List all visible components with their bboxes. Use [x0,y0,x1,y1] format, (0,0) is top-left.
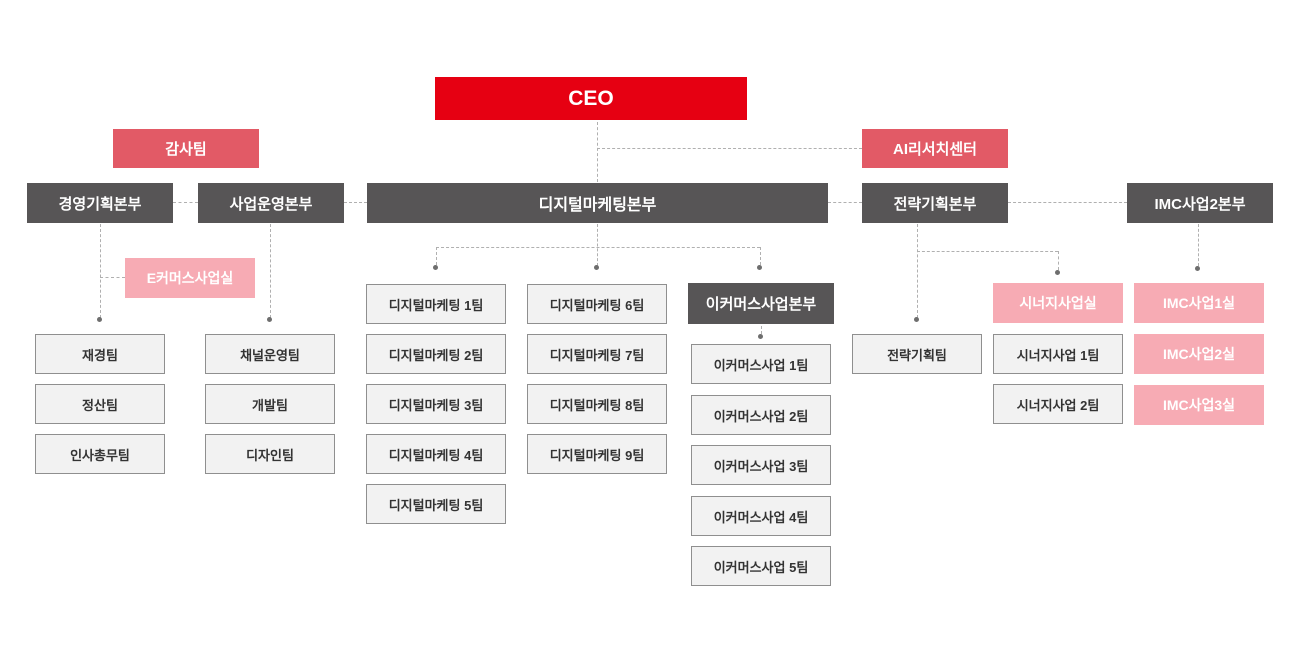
node-team-hr-general-affairs: 인사총무팀 [35,434,165,474]
connector-business-operations-drop [270,224,271,318]
connector-dot [433,265,438,270]
connector-dot [97,317,102,322]
connector-hq-gap-4 [1008,202,1127,203]
node-management-planning-hq: 경영기획본부 [27,183,173,223]
node-ceo: CEO [435,77,747,120]
node-imc-business2-hq: IMC사업2본부 [1127,183,1273,223]
node-team-strategic-planning: 전략기획팀 [852,334,982,374]
connector-synergy-stub [1058,251,1059,270]
connector-dot [914,317,919,322]
node-ecommerce-office: E커머스사업실 [125,258,255,298]
node-team-finance: 재경팀 [35,334,165,374]
connector-to-ecommerce-office [100,277,125,278]
node-team-design: 디자인팀 [205,434,335,474]
connector-dot [757,265,762,270]
node-strategic-planning-hq: 전략기획본부 [862,183,1008,223]
node-team-digital-marketing-1: 디지털마케팅 1팀 [366,284,506,324]
connector-management-planning-drop [100,224,101,318]
node-team-channel-operations: 채널운영팀 [205,334,335,374]
node-team-digital-marketing-4: 디지털마케팅 4팀 [366,434,506,474]
connector-hq-gap-2 [344,202,367,203]
connector-dot [758,334,763,339]
node-team-digital-marketing-3: 디지털마케팅 3팀 [366,384,506,424]
node-ai-research-center: AI리서치센터 [862,129,1008,168]
connector-dot [267,317,272,322]
node-team-ecommerce-2: 이커머스사업 2팀 [691,395,831,435]
node-team-digital-marketing-6: 디지털마케팅 6팀 [527,284,667,324]
node-team-digital-marketing-9: 디지털마케팅 9팀 [527,434,667,474]
node-team-ecommerce-3: 이커머스사업 3팀 [691,445,831,485]
connector-digital-marketing-branch [436,247,760,248]
node-team-synergy-2: 시너지사업 2팀 [993,384,1123,424]
connector-digital-marketing-drop [597,224,598,266]
node-synergy-office: 시너지사업실 [993,283,1123,323]
connector-dot [1195,266,1200,271]
node-team-digital-marketing-7: 디지털마케팅 7팀 [527,334,667,374]
connector-ecommerce-hq-stub [760,247,761,265]
node-imc-office-3: IMC사업3실 [1134,385,1264,425]
node-imc-office-1: IMC사업1실 [1134,283,1264,323]
connector-strategic-planning-drop [917,224,918,318]
node-business-operations-hq: 사업운영본부 [198,183,344,223]
node-team-digital-marketing-2: 디지털마케팅 2팀 [366,334,506,374]
connector-dm-col1-stub [436,247,437,265]
connector-hq-gap-1 [173,202,198,203]
node-team-ecommerce-1: 이커머스사업 1팀 [691,344,831,384]
node-team-digital-marketing-5: 디지털마케팅 5팀 [366,484,506,524]
node-digital-marketing-hq: 디지털마케팅본부 [367,183,828,223]
connector-ecommerce-hq-drop [761,326,762,334]
connector-ceo-to-ai-research [597,148,862,149]
connector-ceo-to-digital-marketing [597,122,598,182]
connector-dot [1055,270,1060,275]
connector-dot [594,265,599,270]
node-ecommerce-hq: 이커머스사업본부 [688,283,834,324]
node-team-development: 개발팀 [205,384,335,424]
node-audit-team: 감사팀 [113,129,259,168]
node-team-ecommerce-5: 이커머스사업 5팀 [691,546,831,586]
connector-to-synergy-office [917,251,1058,252]
connector-hq-gap-3 [828,202,862,203]
node-team-ecommerce-4: 이커머스사업 4팀 [691,496,831,536]
node-team-settlement: 정산팀 [35,384,165,424]
connector-imc2-drop [1198,224,1199,266]
node-team-digital-marketing-8: 디지털마케팅 8팀 [527,384,667,424]
node-imc-office-2: IMC사업2실 [1134,334,1264,374]
node-team-synergy-1: 시너지사업 1팀 [993,334,1123,374]
